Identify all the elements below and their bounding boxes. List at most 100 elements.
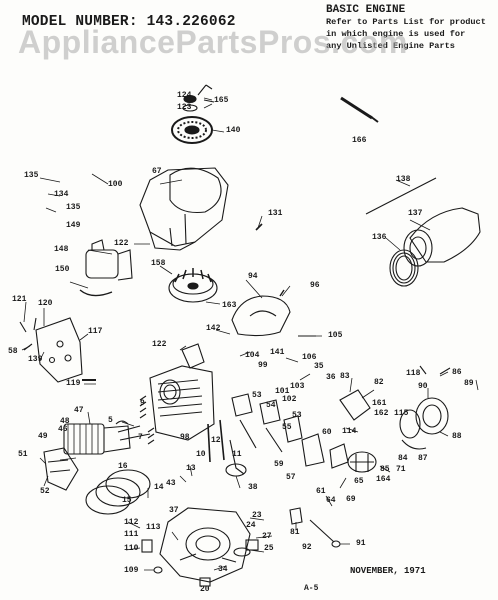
footer-date: NOVEMBER, 1971 [350,566,426,576]
air-cleaner-drawing [365,177,481,287]
part-label: 113 [146,523,161,532]
part-label: 131 [268,209,283,218]
valve-springs-drawing [117,395,155,445]
part-label: 13 [186,464,196,473]
crankcase-drawing [159,507,251,583]
part-label: 115 [394,409,409,418]
part-label: 16 [118,462,128,471]
part-label: 163 [222,301,237,310]
model-number: MODEL NUMBER: 143.226062 [22,14,236,30]
carburetor-drawing [63,420,131,455]
part-label: 24 [246,521,256,530]
part-label: 71 [396,465,406,474]
part-label: 84 [398,454,408,463]
blower-housing-drawing [139,167,229,251]
flywheel-nut-drawing [182,84,215,112]
part-label: 90 [418,382,428,391]
part-label: 98 [180,433,190,442]
part-label: 140 [226,126,241,135]
part-label: 5 [108,416,113,425]
part-label: 88 [452,432,462,441]
part-label: 23 [252,511,262,520]
part-label: 14 [154,483,164,492]
part-label: 47 [74,406,84,415]
part-label: 12 [211,436,221,445]
part-label: 43 [166,479,176,488]
part-label: 101 [275,387,290,396]
part-label: 139 [28,355,43,364]
part-label: 37 [169,506,179,515]
part-label: 100 [108,180,123,189]
part-label: 106 [302,353,317,362]
mounting-bracket-drawing [19,317,83,383]
cylinder-block-drawing [149,343,215,441]
part-label: 60 [322,428,332,437]
part-label: 15 [122,496,132,505]
part-label: 83 [340,372,350,381]
part-label: 141 [270,348,285,357]
part-label: 111 [124,530,139,539]
part-label: 117 [88,327,103,336]
part-label: 49 [38,432,48,441]
part-label: 53 [292,411,302,420]
part-label: 11 [232,450,242,459]
cap-assembly-drawing [399,397,449,450]
part-label: 122 [114,239,129,248]
watermark: AppliancePartsPros.com [18,24,408,60]
part-label: 118 [406,369,421,378]
part-label: 135 [24,171,39,180]
footer-page-number: A-5 [304,584,319,593]
part-label: 64 [326,496,336,505]
part-label: 164 [376,475,391,484]
part-label: 148 [54,245,69,254]
baffle-plate-drawing [231,295,291,337]
part-label: 123 [177,103,192,112]
note-line-3: any Unlisted Engine Parts [326,41,455,51]
part-label: 85 [380,465,390,474]
part-label: 92 [302,543,312,552]
part-label: 7 [138,433,143,442]
part-label: 135 [66,203,81,212]
part-label: 134 [54,190,69,199]
part-label: 103 [290,382,305,391]
part-label: 10 [196,450,206,459]
fuel-pump-drawing [329,389,377,473]
part-label: 27 [262,532,272,541]
leader-lines [21,97,479,571]
part-label: 119 [66,379,81,388]
part-label: 162 [374,409,389,418]
part-label: 166 [352,136,367,145]
part-label: 69 [346,495,356,504]
part-label: 57 [286,473,296,482]
part-label: 96 [310,281,320,290]
part-label: 89 [464,379,474,388]
part-label: 158 [151,259,166,268]
part-label: 120 [38,299,53,308]
part-label: 110 [124,544,139,553]
part-label: 122 [152,340,167,349]
part-label: 82 [374,378,384,387]
section-title: BASIC ENGINE [326,4,406,16]
part-label: 137 [408,209,423,218]
part-label: 53 [252,391,262,400]
part-label: 136 [372,233,387,242]
part-label: 94 [248,272,258,281]
part-label: 124 [177,91,192,100]
part-label: 59 [274,460,284,469]
part-label: 87 [418,454,428,463]
part-label: 65 [354,477,364,486]
part-label: 138 [396,175,411,184]
note-line-2: in which engine is used for [326,29,466,39]
part-label: 86 [452,368,462,377]
part-label: 112 [124,518,139,527]
part-label: 34 [218,565,228,574]
part-label: 109 [124,566,139,575]
part-label: 38 [248,483,258,492]
part-label: 91 [356,539,366,548]
part-label: 121 [12,295,27,304]
linkage-plates-drawing [231,393,325,467]
part-label: 48 [60,417,70,426]
part-label: 58 [8,347,18,356]
flywheel-drawing [168,268,218,303]
